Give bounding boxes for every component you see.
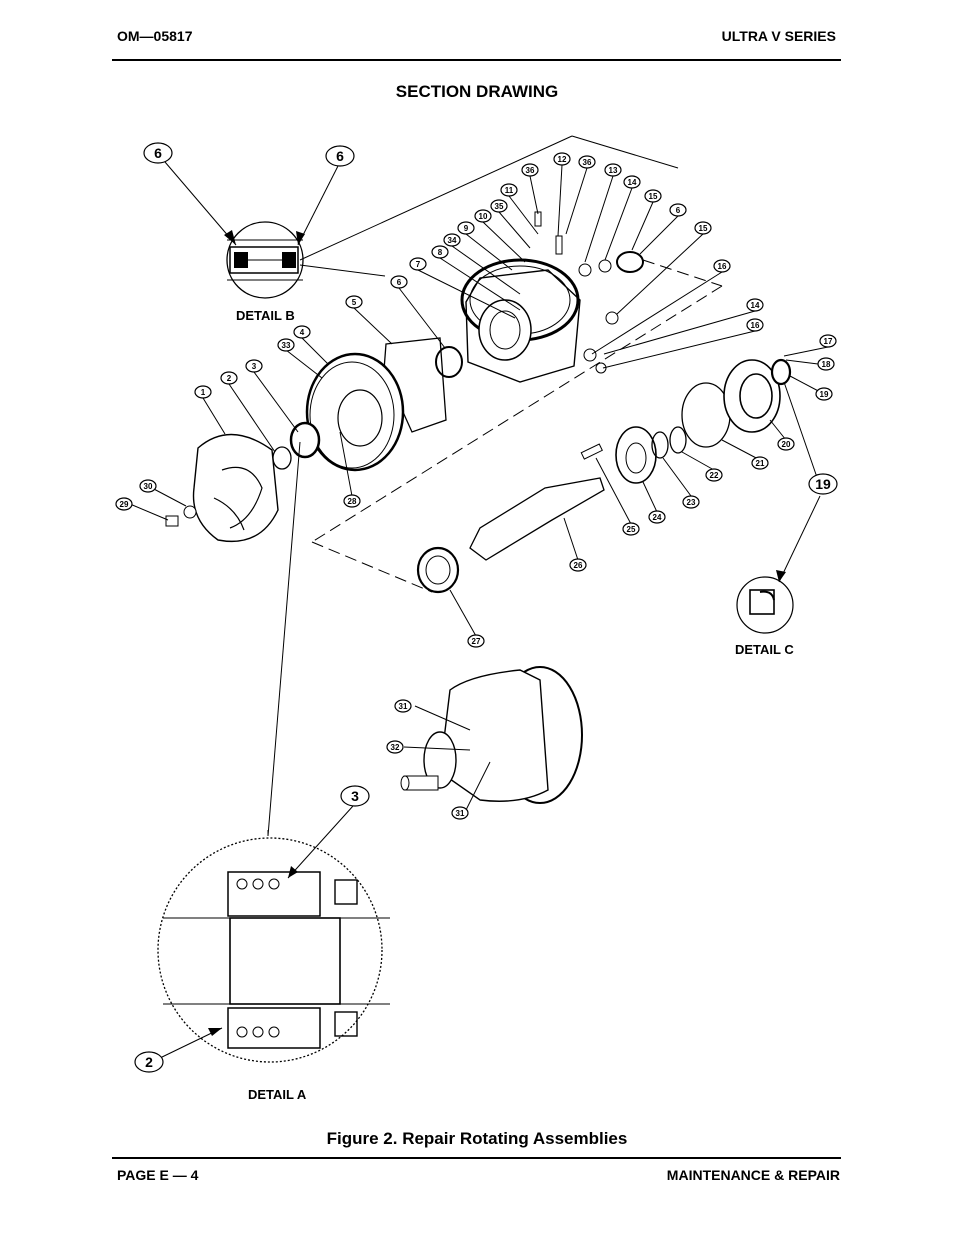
callout-18: 18 xyxy=(822,360,831,369)
callout-20: 20 xyxy=(782,440,791,449)
callout-24: 24 xyxy=(653,513,662,522)
callout-22: 22 xyxy=(710,471,719,480)
impeller xyxy=(165,433,279,542)
callout-19: 19 xyxy=(820,390,829,399)
callout-7: 7 xyxy=(416,260,421,269)
page-number: PAGE E — 4 xyxy=(117,1167,199,1183)
shaft-assembly xyxy=(416,358,792,594)
detail-b-view: 6 6 DETAIL B xyxy=(143,142,355,323)
detail-b-label: DETAIL B xyxy=(236,308,295,323)
callout-27: 27 xyxy=(472,637,481,646)
doc-number: OM—05817 xyxy=(117,28,193,44)
callout-2: 2 xyxy=(227,374,232,383)
callout-36b: 36 xyxy=(583,158,592,167)
callout-21: 21 xyxy=(756,459,765,468)
callout-2-large: 2 xyxy=(145,1054,153,1070)
callout-10: 10 xyxy=(479,212,488,221)
callout-31: 31 xyxy=(399,702,408,711)
callout-33: 33 xyxy=(282,341,291,350)
callout-25: 25 xyxy=(627,525,636,534)
callout-4: 4 xyxy=(300,328,305,337)
callout-35: 35 xyxy=(495,202,504,211)
callout-31b: 31 xyxy=(456,809,465,818)
section-title: SECTION DRAWING xyxy=(395,82,559,101)
callout-26: 26 xyxy=(574,561,583,570)
callout-32: 32 xyxy=(391,743,400,752)
callout-30: 30 xyxy=(144,482,153,491)
figure-caption: Figure 2. Repair Rotating Assemblies xyxy=(326,1129,628,1148)
callout-6-right: 6 xyxy=(676,206,681,215)
detail-c-label: DETAIL C xyxy=(735,642,794,657)
callout-6: 6 xyxy=(154,145,162,161)
header-rule xyxy=(112,59,841,61)
callout-16b: 16 xyxy=(751,321,760,330)
detail-a-view: 3 2 DETAIL A xyxy=(134,441,390,1102)
callout-14: 14 xyxy=(628,178,637,187)
callout-3: 3 xyxy=(252,362,257,371)
callout-6b: 6 xyxy=(336,148,344,164)
callout-8: 8 xyxy=(438,248,443,257)
footer-rule xyxy=(112,1157,841,1159)
callout-1: 1 xyxy=(201,388,206,397)
callout-23: 23 xyxy=(687,498,696,507)
callout-16: 16 xyxy=(718,262,727,271)
callout-13: 13 xyxy=(609,166,618,175)
callout-28: 28 xyxy=(348,497,357,506)
intermediate-adapter xyxy=(272,352,405,472)
callout-11: 11 xyxy=(505,186,514,195)
callout-3-large: 3 xyxy=(351,788,359,804)
callout-29: 29 xyxy=(120,500,129,509)
callout-15b: 15 xyxy=(699,224,708,233)
section-name: MAINTENANCE & REPAIR xyxy=(666,1167,840,1183)
callout-17: 17 xyxy=(824,337,833,346)
callout-9: 9 xyxy=(464,224,469,233)
detail-a-label: DETAIL A xyxy=(248,1087,307,1102)
callout-6-small: 6 xyxy=(397,278,402,287)
detail-c-view: 19 DETAIL C xyxy=(735,381,838,657)
assembled-unit xyxy=(400,666,583,811)
callout-15: 15 xyxy=(649,192,658,201)
callout-12: 12 xyxy=(558,155,567,164)
series-name: ULTRA V SERIES xyxy=(721,28,836,44)
callout-36: 36 xyxy=(526,166,535,175)
callout-19-large: 19 xyxy=(815,476,831,492)
callout-34: 34 xyxy=(448,236,457,245)
callout-14b: 14 xyxy=(751,301,760,310)
callout-5: 5 xyxy=(352,298,357,307)
callout-group: 1 2 3 4 5 6 7 8 9 10 11 12 13 14 15 6 15… xyxy=(115,152,837,820)
bearing-housing xyxy=(299,135,723,593)
